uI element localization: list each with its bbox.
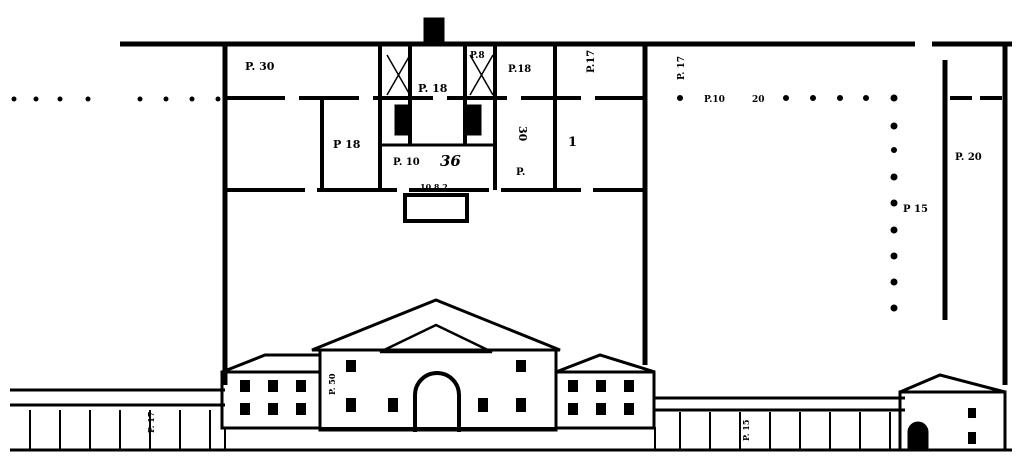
label-room-mid-right-b: P. [516, 167, 525, 178]
label-room-mid-right: 30 [516, 126, 529, 142]
label-portico-dims: 10 8 2 [420, 182, 448, 192]
vault-cross [469, 54, 494, 96]
label-center-height: P. 50 [327, 373, 337, 395]
vault-cross [386, 54, 411, 96]
label-room-far-right: 1 [568, 135, 577, 150]
label-room-center-top: P. 18 [418, 82, 448, 95]
label-room-small-top: P.8 [470, 51, 485, 61]
label-colonnade-spacing: P.10 [704, 95, 725, 105]
right-arcade [679, 412, 891, 450]
stair-right [466, 104, 482, 136]
podium-steps [224, 427, 656, 451]
entrance-arch [413, 371, 461, 432]
label-colonnade-side: P 15 [903, 204, 928, 215]
dovecote-door [907, 421, 929, 450]
right-block-roof [555, 353, 656, 374]
plan [120, 17, 1012, 385]
label-court-side: P. 17 [677, 56, 687, 80]
label-colonnade-number: 20 [752, 95, 765, 105]
plan-labels: P. 30 P. 18 P.8 P.18 P.17 P 18 P. 10 36 … [245, 50, 982, 215]
label-loggia-width: P. 10 [393, 157, 420, 168]
label-left-wing: P. 17 [146, 412, 156, 433]
pediment [379, 323, 493, 354]
label-room-top-right-a: P.18 [508, 64, 531, 75]
elevation [10, 298, 1012, 452]
left-block-roof [221, 353, 322, 374]
entrance-steps [403, 193, 469, 223]
chimney [423, 17, 445, 43]
label-right-wing: P. 15 [741, 420, 751, 441]
elevation-windows [240, 360, 976, 444]
label-room-top-left: P. 30 [245, 60, 275, 73]
elevation-labels: P. 17 P. 50 P. 15 [146, 373, 751, 441]
label-loggia-number: 36 [440, 152, 461, 170]
left-arcade [29, 410, 211, 450]
dovecote [898, 390, 1007, 452]
dovecote-roof [899, 373, 1006, 394]
stair-left [394, 104, 410, 136]
label-room-mid-left: P 18 [333, 138, 361, 151]
colonnade-columns [11, 94, 898, 312]
label-room-top-right-b: P.17 [586, 50, 597, 73]
label-wing-right: P. 20 [955, 152, 982, 163]
